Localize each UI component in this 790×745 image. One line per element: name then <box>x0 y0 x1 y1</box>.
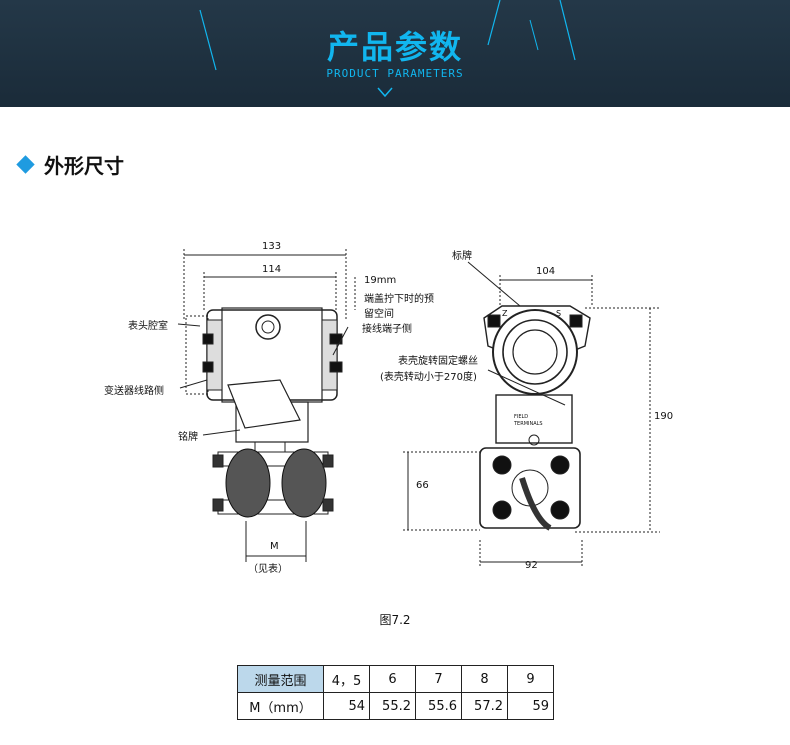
note-cover-2: 留空间 <box>364 309 394 320</box>
table-cell: 4，5 <box>323 665 370 693</box>
banner-subtitle: PRODUCT PARAMETERS <box>326 67 464 80</box>
table-cell: 57.2 <box>461 692 508 720</box>
table-cell: 55.6 <box>415 692 462 720</box>
table-cell: 6 <box>369 665 416 693</box>
dim-66: 66 <box>416 480 429 491</box>
label-line-side: 变送器线路侧 <box>104 386 164 397</box>
label-terminal: 接线端子侧 <box>362 324 412 335</box>
section-heading: 外形尺寸 <box>16 150 124 179</box>
mark-s: S <box>556 309 562 318</box>
front-view <box>403 261 660 568</box>
spec-table: 测量范围 4，5 6 7 8 9 M（mm） 54 55.2 55.6 57.2… <box>237 665 554 720</box>
dim-104: 104 <box>536 266 556 277</box>
field-terminals: FIELD TERMINALS <box>514 414 543 427</box>
dim-133: 133 <box>262 241 282 252</box>
section-title: 外形尺寸 <box>44 154 124 178</box>
dim-92: 92 <box>525 560 538 571</box>
label-rotate: (表壳转动小于270度) <box>380 372 477 383</box>
table-cell: 9 <box>507 665 554 693</box>
dim-114: 114 <box>262 264 282 275</box>
chevron-down-icon <box>377 87 393 98</box>
table-cell: 7 <box>415 665 462 693</box>
dimension-drawing <box>177 249 660 568</box>
table-cell: 8 <box>461 665 508 693</box>
label-sign: 标牌 <box>452 251 472 262</box>
banner-decoration <box>199 0 576 98</box>
note-cover: 端盖拧下时的预 <box>364 294 434 305</box>
table-head-range: 测量范围 <box>237 665 324 693</box>
label-nameplate: 铭牌 <box>178 432 198 443</box>
banner-title: 产品参数 <box>326 28 463 66</box>
table-cell: 55.2 <box>369 692 416 720</box>
table-cell: 59 <box>507 692 554 720</box>
mark-z: Z <box>502 309 508 318</box>
label-see-table: （见表） <box>248 564 288 575</box>
side-view <box>177 249 356 562</box>
figure-caption: 图7.2 <box>379 613 411 627</box>
table-head-m: M（mm） <box>237 692 324 720</box>
label-m: M <box>270 541 279 552</box>
label-screw: 表壳旋转固定螺丝 <box>398 356 478 367</box>
dim-190: 190 <box>654 411 674 422</box>
header-banner: 产品参数 PRODUCT PARAMETERS <box>0 0 790 107</box>
label-housing: 表头腔室 <box>128 321 168 332</box>
dim-19mm: 19mm <box>364 275 397 286</box>
table-row: M（mm） 54 55.2 55.6 57.2 59 <box>237 692 554 720</box>
table-row: 测量范围 4，5 6 7 8 9 <box>237 665 554 693</box>
table-cell: 54 <box>323 692 370 720</box>
